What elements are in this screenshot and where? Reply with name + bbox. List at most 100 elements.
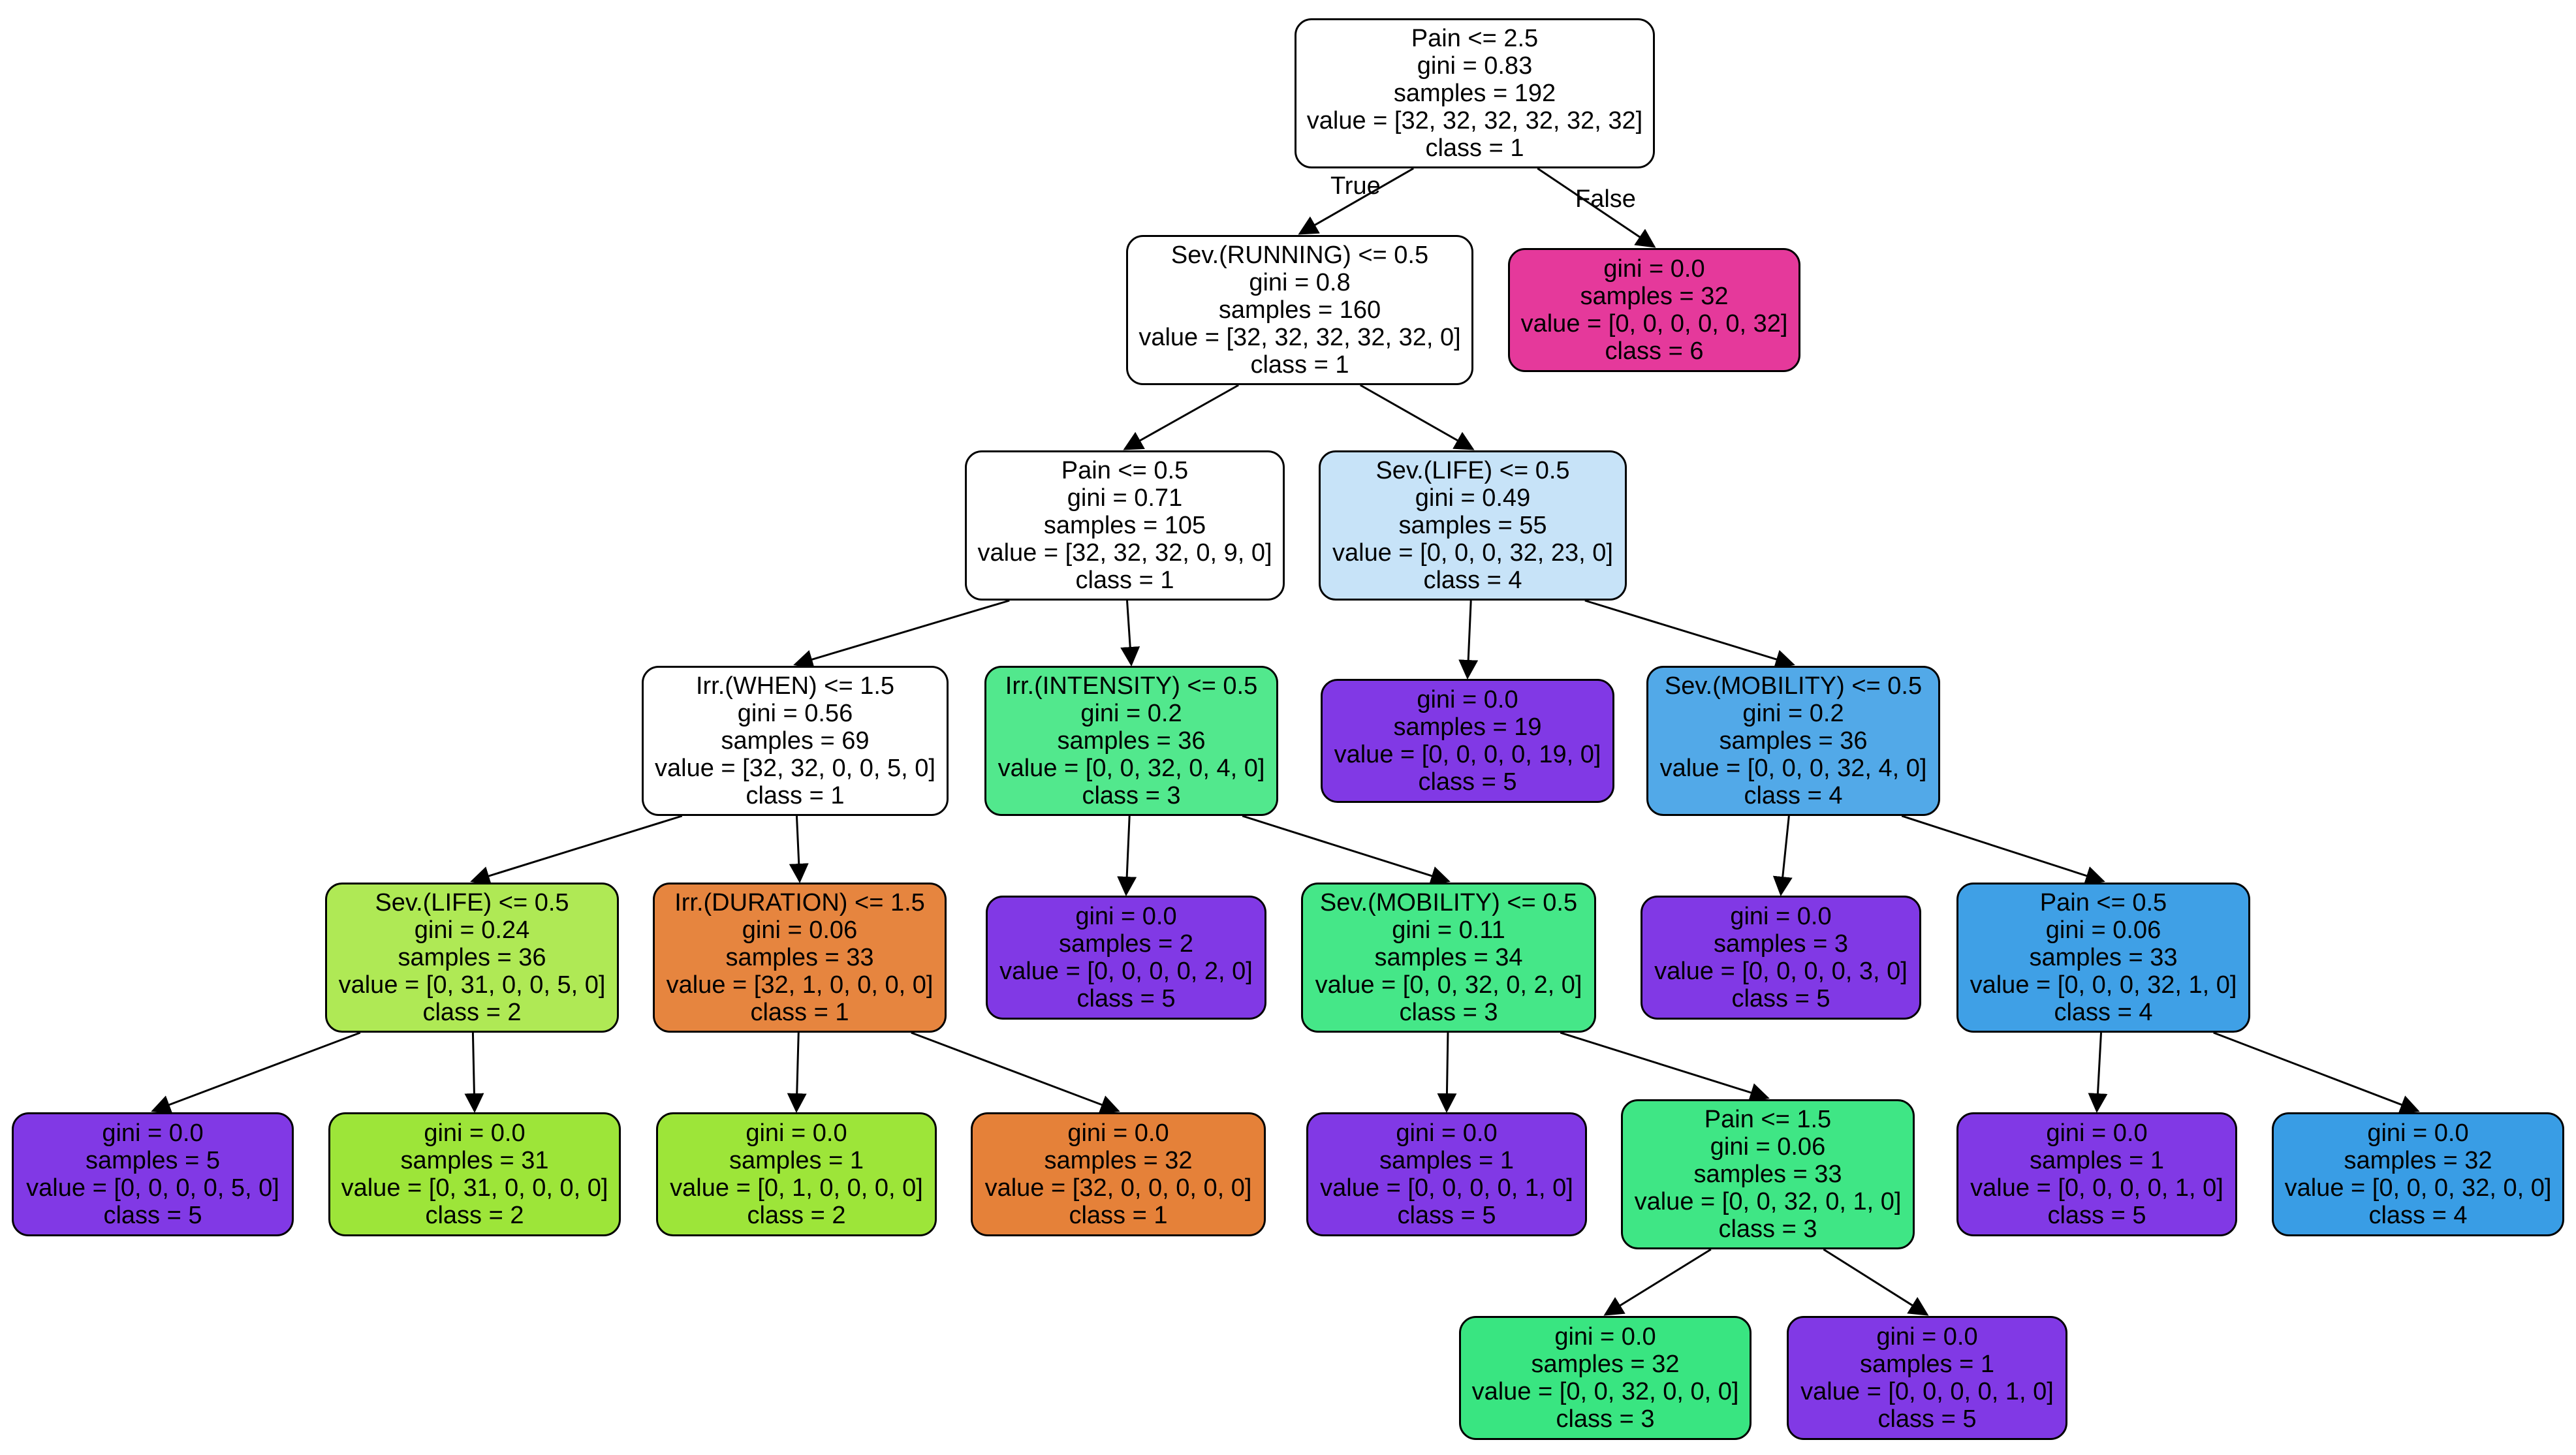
tree-edge bbox=[470, 815, 683, 886]
node-text-line: class = 3 bbox=[1399, 999, 1498, 1026]
node-text-line: Pain <= 2.5 bbox=[1411, 25, 1539, 52]
node-text-line: samples = 1 bbox=[729, 1147, 864, 1174]
node-text-line: Irr.(WHEN) <= 1.5 bbox=[695, 672, 895, 700]
node-text-line: samples = 1 bbox=[1860, 1351, 1994, 1378]
node-text-line: class = 5 bbox=[1731, 985, 1830, 1012]
node-text-line: value = [0, 0, 0, 0, 5, 0] bbox=[26, 1174, 279, 1202]
node-text-line: samples = 55 bbox=[1398, 512, 1547, 539]
node-text-line: gini = 0.0 bbox=[1067, 1119, 1169, 1147]
tree-edge bbox=[151, 1031, 361, 1114]
node-text-line: class = 1 bbox=[1075, 567, 1174, 594]
node-text-line: Sev.(LIFE) <= 0.5 bbox=[375, 889, 569, 916]
node-text-line: samples = 69 bbox=[721, 727, 870, 755]
node-text-line: samples = 34 bbox=[1374, 944, 1523, 971]
node-text-line: Sev.(MOBILITY) <= 0.5 bbox=[1319, 889, 1578, 916]
node-text-line: gini = 0.0 bbox=[1417, 686, 1518, 713]
node-text-line: gini = 0.0 bbox=[1603, 255, 1705, 283]
node-text-line: samples = 192 bbox=[1393, 80, 1556, 107]
tree-edge bbox=[1560, 1031, 1770, 1103]
node-text-line: gini = 0.2 bbox=[1742, 700, 1844, 727]
node-text-line: samples = 160 bbox=[1218, 296, 1381, 324]
node-text-line: value = [0, 0, 0, 0, 1, 0] bbox=[1800, 1378, 2054, 1405]
node-text-line: value = [0, 1, 0, 0, 0, 0] bbox=[670, 1174, 923, 1202]
node-text-line: Sev.(RUNNING) <= 0.5 bbox=[1170, 242, 1429, 269]
node-text-line: class = 4 bbox=[2054, 999, 2153, 1026]
tree-edge bbox=[1823, 1248, 1929, 1316]
node-text-line: value = [32, 32, 32, 0, 9, 0] bbox=[977, 539, 1272, 567]
node-text-line: class = 1 bbox=[1425, 134, 1524, 162]
node-text-line: samples = 19 bbox=[1393, 713, 1542, 741]
node-text-line: class = 3 bbox=[1718, 1215, 1817, 1243]
node-text-line: value = [32, 32, 32, 32, 32, 0] bbox=[1139, 324, 1461, 351]
node-text-line: samples = 2 bbox=[1059, 930, 1193, 958]
tree-edge bbox=[1437, 1032, 1457, 1113]
node-text-line: samples = 105 bbox=[1043, 512, 1206, 539]
node-text-line: Sev.(MOBILITY) <= 0.5 bbox=[1664, 672, 1923, 700]
tree-edge bbox=[1120, 600, 1140, 666]
node-text-line: gini = 0.0 bbox=[746, 1119, 847, 1147]
node-text-line: gini = 0.0 bbox=[1876, 1323, 1978, 1351]
tree-edge bbox=[1584, 599, 1795, 669]
node-text-line: samples = 32 bbox=[1044, 1147, 1193, 1174]
node-text-line: gini = 0.8 bbox=[1249, 269, 1351, 296]
tree-edge bbox=[1458, 600, 1479, 680]
node-text-line: class = 1 bbox=[1069, 1202, 1168, 1229]
node-text-line: class = 2 bbox=[422, 999, 522, 1026]
node-text-line: class = 5 bbox=[2047, 1202, 2146, 1229]
node-text-line: samples = 32 bbox=[1580, 283, 1729, 310]
node-text-line: gini = 0.0 bbox=[424, 1119, 526, 1147]
node-text-line: value = [32, 32, 32, 32, 32, 32] bbox=[1306, 107, 1643, 134]
node-text-line: Sev.(LIFE) <= 0.5 bbox=[1375, 457, 1570, 484]
node-text-line: gini = 0.56 bbox=[737, 700, 853, 727]
node-text-line: samples = 31 bbox=[400, 1147, 549, 1174]
node-text-line: class = 1 bbox=[1250, 351, 1349, 379]
node-text-line: class = 5 bbox=[1076, 985, 1176, 1012]
tree-edge bbox=[1123, 384, 1239, 450]
node-text-line: value = [32, 0, 0, 0, 0, 0] bbox=[984, 1174, 1252, 1202]
node-text-line: value = [0, 0, 0, 0, 1, 0] bbox=[1320, 1174, 1573, 1202]
node-text-line: gini = 0.06 bbox=[2045, 916, 2161, 944]
node-text-line: class = 1 bbox=[746, 782, 845, 809]
node-text-line: value = [0, 0, 32, 0, 1, 0] bbox=[1634, 1188, 1902, 1215]
node-text-line: class = 5 bbox=[1877, 1405, 1977, 1433]
node-text-line: value = [0, 0, 0, 0, 19, 0] bbox=[1334, 741, 1601, 768]
node-text-line: class = 4 bbox=[1744, 782, 1843, 809]
tree-edge bbox=[789, 815, 809, 883]
node-text-line: samples = 5 bbox=[86, 1147, 220, 1174]
node-text-line: gini = 0.06 bbox=[742, 916, 858, 944]
node-text-line: class = 5 bbox=[1397, 1202, 1496, 1229]
node-text-line: samples = 3 bbox=[1714, 930, 1848, 958]
node-text-line: samples = 36 bbox=[1719, 727, 1868, 755]
tree-edge bbox=[2213, 1031, 2420, 1114]
node-text-line: value = [32, 1, 0, 0, 0, 0] bbox=[666, 971, 934, 999]
node-text-line: samples = 36 bbox=[1057, 727, 1206, 755]
node-text-line: class = 4 bbox=[2368, 1202, 2468, 1229]
tree-edge bbox=[911, 1031, 1120, 1114]
node-text-line: gini = 0.24 bbox=[414, 916, 530, 944]
node-text-line: class = 4 bbox=[1423, 567, 1522, 594]
node-text-line: gini = 0.0 bbox=[102, 1119, 204, 1147]
node-text-line: value = [0, 31, 0, 0, 0, 0] bbox=[341, 1174, 608, 1202]
tree-edge bbox=[1242, 815, 1451, 886]
edge-label-false: False bbox=[1575, 185, 1636, 213]
node-text-line: class = 3 bbox=[1082, 782, 1181, 809]
node-text-line: samples = 1 bbox=[1379, 1147, 1514, 1174]
